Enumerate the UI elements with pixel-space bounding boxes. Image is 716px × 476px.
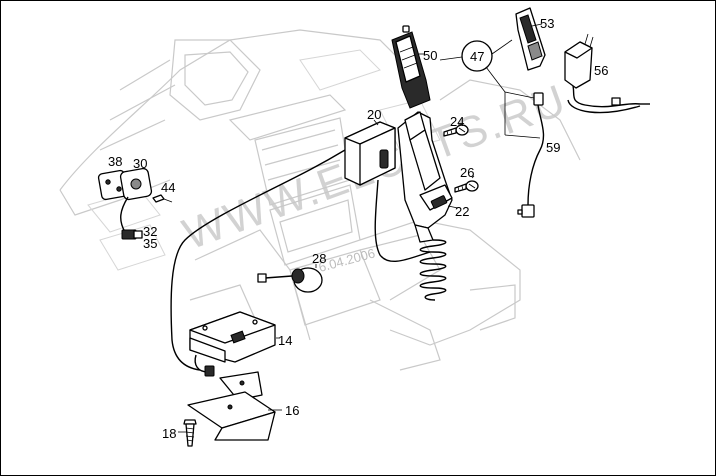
callout-47: 47 bbox=[470, 49, 484, 64]
part-26-screw bbox=[454, 180, 479, 193]
callout-53: 53 bbox=[540, 16, 554, 31]
callout-44: 44 bbox=[161, 180, 175, 195]
part-56-charger bbox=[564, 33, 650, 114]
part-22-cradle bbox=[397, 111, 459, 301]
part-53-phone bbox=[515, 7, 546, 71]
part-30-cable bbox=[120, 196, 129, 233]
callout-16: 16 bbox=[285, 403, 299, 418]
callout-18: 18 bbox=[162, 426, 176, 441]
callout-28: 28 bbox=[312, 251, 326, 266]
part-22-coil-cord bbox=[419, 239, 447, 301]
callout-56: 56 bbox=[594, 63, 608, 78]
cable-20-to-22 bbox=[374, 179, 431, 263]
part-16-bracket bbox=[187, 371, 282, 441]
part-14-connector bbox=[230, 330, 246, 344]
callout-26: 26 bbox=[460, 165, 474, 180]
leader-lines bbox=[276, 23, 543, 339]
part-59-cable bbox=[504, 91, 545, 218]
callout-22: 22 bbox=[455, 204, 469, 219]
callout-14: 14 bbox=[278, 333, 292, 348]
part-30-button bbox=[130, 178, 142, 190]
callout-50: 50 bbox=[423, 48, 437, 63]
callout-24: 24 bbox=[450, 114, 464, 129]
part-38-30-group bbox=[97, 167, 173, 240]
callout-32: 32 bbox=[143, 224, 157, 239]
part-44-screw bbox=[152, 194, 165, 203]
callout-59: 59 bbox=[546, 140, 560, 155]
part-20-box bbox=[344, 121, 396, 186]
part-47-callout bbox=[439, 39, 513, 93]
dashboard-ghost-outline bbox=[59, 29, 581, 371]
callout-30: 30 bbox=[133, 156, 147, 171]
callout-20: 20 bbox=[367, 107, 381, 122]
main-cable bbox=[170, 149, 346, 371]
callout-35: 35 bbox=[143, 236, 157, 251]
callout-38: 38 bbox=[108, 154, 122, 169]
part-50-phone bbox=[391, 25, 431, 109]
part-38-hole bbox=[116, 186, 122, 192]
part-38-hole bbox=[105, 179, 111, 185]
part-18-screw bbox=[178, 419, 197, 447]
part-20-connector bbox=[379, 149, 389, 169]
part-24-screw bbox=[443, 124, 469, 137]
part-14-module bbox=[189, 311, 276, 377]
part-28-plug bbox=[257, 267, 323, 293]
part-35-plug bbox=[133, 230, 143, 239]
part-22-button bbox=[430, 195, 448, 209]
